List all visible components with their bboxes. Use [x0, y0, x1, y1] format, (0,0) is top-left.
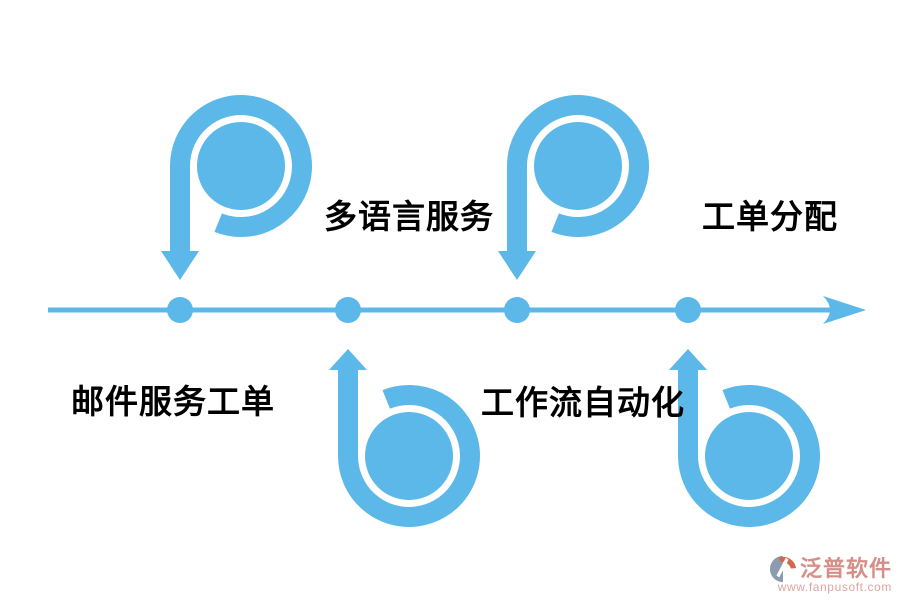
- spiral-arrowhead: [498, 251, 536, 280]
- logo-swoosh-shape: [778, 556, 797, 569]
- spiral-curl: [678, 369, 820, 527]
- spiral-arrow-down-icon: [498, 95, 649, 280]
- axis-arrow-right-icon: [823, 296, 866, 324]
- logo-slit: [776, 557, 789, 578]
- axis-node-dot: [504, 297, 530, 323]
- axis-node-dot: [335, 297, 361, 323]
- label-email-service-ticket: 邮件服务工单: [71, 383, 275, 420]
- spiral-arrowhead: [161, 251, 199, 280]
- spiral-curl: [338, 369, 480, 527]
- timeline-axis: [48, 296, 866, 324]
- axis-node-dot: [675, 297, 701, 323]
- spiral-curl: [507, 95, 649, 252]
- watermark-brand-text: 泛普软件: [799, 556, 892, 581]
- spiral-arrowhead: [329, 349, 367, 370]
- label-ticket-assignment: 工单分配: [702, 198, 838, 235]
- fanpu-logo-icon: [769, 555, 797, 583]
- watermark: 泛普软件 www.fanpusoft.com: [769, 555, 892, 594]
- axis-node-dot: [167, 297, 193, 323]
- label-multilanguage-service: 多语言服务: [324, 198, 494, 235]
- spiral-core-dot: [365, 412, 453, 500]
- spiral-arrowhead: [669, 349, 707, 370]
- spiral-arrow-up-icon: [669, 349, 820, 527]
- spiral-curl: [170, 95, 312, 252]
- spiral-arrow-down-icon: [161, 95, 312, 280]
- spiral-arrow-up-icon: [329, 349, 480, 527]
- label-workflow-automation: 工作流自动化: [481, 384, 685, 421]
- spiral-core-dot: [197, 122, 285, 210]
- watermark-url-text: www.fanpusoft.com: [777, 580, 892, 594]
- spiral-core-dot: [705, 412, 793, 500]
- spiral-core-dot: [534, 122, 622, 210]
- watermark-brand-row: 泛普软件: [769, 555, 892, 583]
